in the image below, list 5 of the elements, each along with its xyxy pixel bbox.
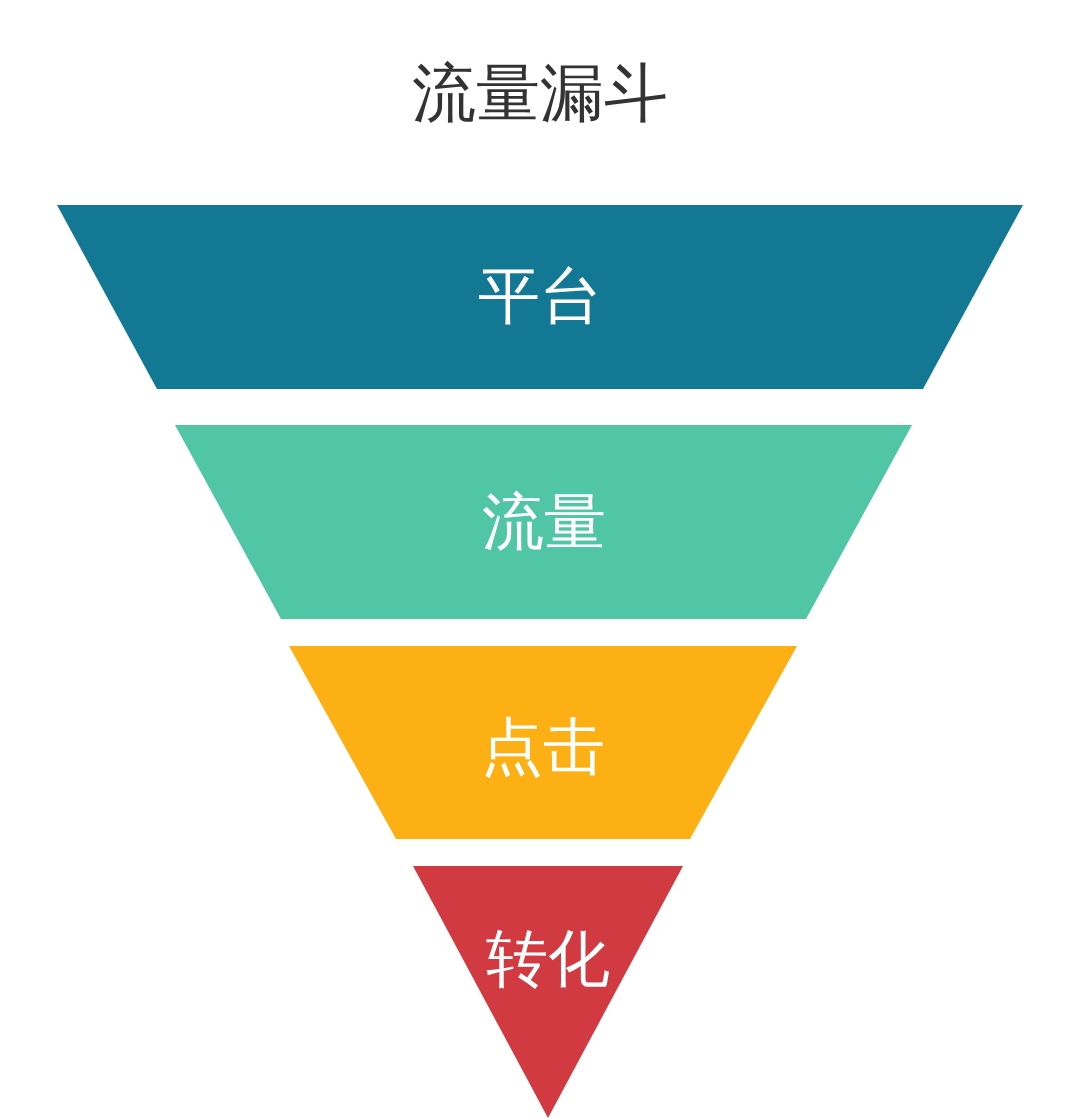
segment-label: 转化 (486, 928, 610, 990)
segment-label: 点击 (481, 716, 605, 778)
segment-label: 流量 (481, 491, 606, 553)
title: 流量漏斗 (412, 56, 668, 130)
segment-label: 平台 (478, 265, 602, 327)
